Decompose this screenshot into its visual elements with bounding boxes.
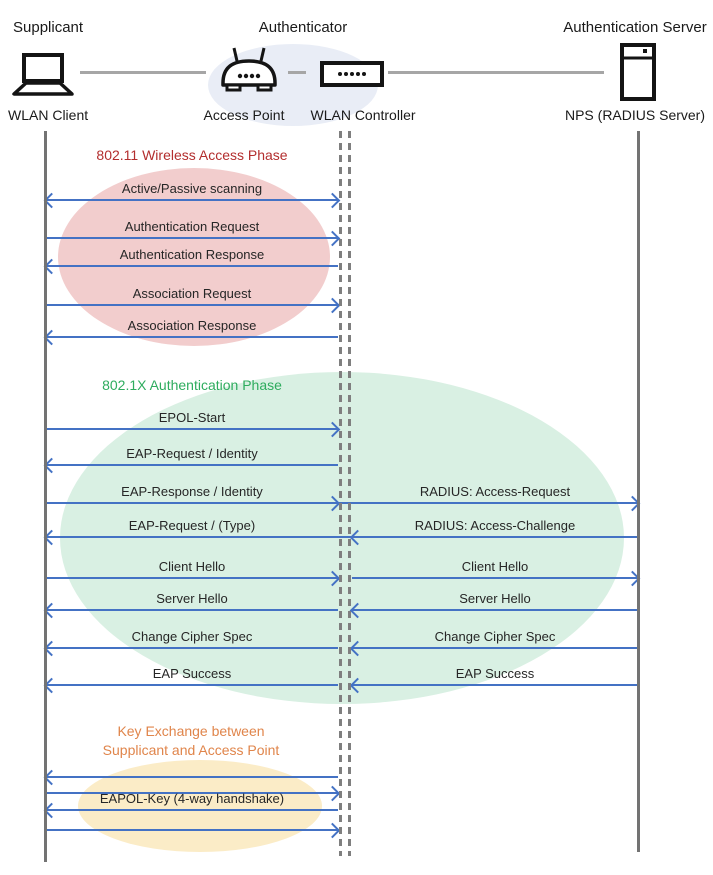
- arrow-line: [46, 684, 338, 686]
- arrow-line: [352, 684, 638, 686]
- role-label-supplicant: Supplicant: [13, 19, 84, 36]
- message-label: Active/Passive scanning: [121, 181, 263, 196]
- lifeline-nps-server: [637, 131, 640, 852]
- arrow-line: [46, 609, 338, 611]
- arrow-line: [46, 809, 338, 811]
- node-label-nps-radius-server: NPS (RADIUS Server): [564, 107, 706, 123]
- arrow-line: [46, 199, 338, 201]
- arrow-line: [352, 609, 638, 611]
- arrowhead-right-icon: [324, 822, 341, 839]
- arrow-line: [352, 502, 638, 504]
- arrow-line: [46, 829, 338, 831]
- arrow-line: [46, 304, 338, 306]
- phase2-title: 802.1X Authentication Phase: [102, 377, 282, 393]
- message-label: Server Hello: [156, 591, 228, 606]
- message-label: EAPOL-Key (4-way handshake): [99, 791, 285, 806]
- arrow-line: [352, 647, 638, 649]
- connector-controller-server: [388, 71, 604, 74]
- message-label: Authentication Response: [119, 247, 265, 262]
- arrow-line: [46, 647, 338, 649]
- role-label-authenticator: Authenticator: [258, 19, 348, 36]
- message-label: RADIUS: Access-Challenge: [414, 518, 576, 533]
- role-label-authentication-server: Authentication Server: [563, 19, 707, 36]
- node-label-wlan-client: WLAN Client: [8, 107, 89, 123]
- arrow-bridge: [338, 536, 352, 538]
- arrow-line: [46, 336, 338, 338]
- arrow-line: [46, 428, 338, 430]
- server-tower-icon: [620, 43, 656, 106]
- message-label: EPOL-Start: [158, 410, 226, 425]
- connector-client-ap: [80, 71, 206, 74]
- arrow-line: [46, 577, 338, 579]
- message-label: Server Hello: [459, 591, 531, 606]
- message-label: Association Response: [127, 318, 257, 333]
- message-label: EAP Success: [455, 666, 535, 681]
- arrow-line: [46, 237, 338, 239]
- message-label: EAP-Request / Identity: [126, 446, 258, 461]
- message-label: Authentication Request: [124, 219, 260, 234]
- wireless-router-icon: [218, 46, 280, 101]
- message-label: Association Request: [132, 286, 252, 301]
- key-exchange-phase-ellipse: [78, 760, 322, 852]
- message-label: Change Cipher Spec: [434, 629, 556, 644]
- arrow-line: [352, 577, 638, 579]
- phase1-title: 802.11 Wireless Access Phase: [96, 147, 288, 163]
- arrow-line: [46, 502, 338, 504]
- phase3-title: Key Exchange between Supplicant and Acce…: [102, 723, 280, 758]
- node-label-wlan-controller: WLAN Controller: [310, 107, 416, 123]
- message-label: Client Hello: [461, 559, 529, 574]
- node-label-access-point: Access Point: [203, 107, 285, 123]
- arrow-line: [46, 792, 338, 794]
- wireless-access-phase-ellipse: [58, 168, 330, 346]
- lifeline-tunnel-dashed-1: [339, 131, 342, 856]
- arrow-line: [46, 265, 338, 267]
- controller-box-icon: [320, 61, 384, 92]
- arrow-bridge: [338, 502, 352, 504]
- arrow-line: [46, 536, 338, 538]
- arrow-line: [46, 464, 338, 466]
- lifeline-wlan-client: [44, 131, 47, 862]
- connector-ap-controller: [288, 71, 306, 74]
- arrow-line: [352, 536, 638, 538]
- lifeline-tunnel-dashed-2: [348, 131, 351, 856]
- message-label: Client Hello: [158, 559, 226, 574]
- message-label: EAP-Response / Identity: [121, 484, 263, 499]
- message-label: EAP Success: [152, 666, 232, 681]
- message-label: EAP-Request / (Type): [128, 518, 256, 533]
- message-label: RADIUS: Access-Request: [419, 484, 571, 499]
- laptop-icon: [10, 53, 76, 102]
- message-label: Change Cipher Spec: [131, 629, 253, 644]
- arrow-line: [46, 776, 338, 778]
